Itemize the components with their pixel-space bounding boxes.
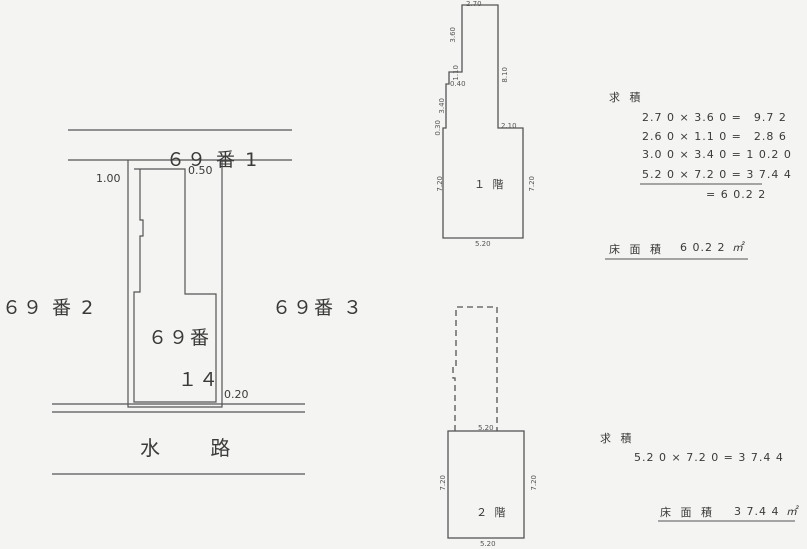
floor1-dim-mid-height: 1.10 bbox=[452, 65, 460, 81]
floor1-dim-step-left: 0.40 bbox=[450, 80, 466, 88]
floor1-plan bbox=[442, 4, 524, 239]
calc1-line-4: 5.2 0 × 7.2 0 = 3 7.4 4 bbox=[642, 168, 792, 181]
floor1-label: １ 階 bbox=[474, 178, 506, 191]
calc1-line-2: 2.6 0 × 1.1 0 = 2.8 6 bbox=[642, 130, 787, 143]
floor1-dim-upper-height: 3.60 bbox=[449, 27, 457, 43]
calc2-line: 5.2 0 × 7.2 0 = 3 7.4 4 bbox=[634, 451, 784, 464]
lot-west-label: ６９ 番 2 bbox=[2, 297, 96, 319]
calc1-area-unit: ㎡ bbox=[732, 241, 743, 254]
calc1-area-label: 床 面 積 bbox=[609, 243, 664, 256]
calc1-heading: 求 積 bbox=[609, 91, 644, 104]
floor2-label: ２ 階 bbox=[476, 506, 508, 519]
floor2-dim-top-width: 5.20 bbox=[478, 424, 494, 432]
floor2-dim-bottom-width: 5.20 bbox=[480, 540, 496, 548]
floor1-dim-right-upper: 8.10 bbox=[501, 67, 509, 83]
calc1-total: = 6 0.2 2 bbox=[706, 188, 767, 201]
subject-lot-subnumber: １４ bbox=[178, 369, 221, 391]
calc1-area-value: 6 0.2 2 bbox=[680, 241, 726, 254]
calc1-line-3: 3.0 0 × 3.4 0 = 1 0.2 0 bbox=[642, 148, 792, 161]
subject-lot-outline bbox=[127, 160, 223, 408]
lot-north-label: ６９ 番 1 bbox=[166, 149, 260, 171]
calc1-line-1: 2.7 0 × 3.6 0 = 9.7 2 bbox=[642, 111, 787, 124]
floor1-shadow-outline bbox=[452, 306, 498, 431]
site-dim-bottom-right: 0.20 bbox=[224, 388, 249, 401]
building-footprint bbox=[133, 168, 217, 403]
site-dim-top-left: 1.00 bbox=[96, 172, 121, 185]
floor1-dim-right-step: 2.10 bbox=[501, 122, 517, 130]
calc2-heading: 求 積 bbox=[600, 432, 635, 445]
calc2-area-unit: ㎡ bbox=[786, 505, 797, 518]
floor1-dim-bottom-width: 5.20 bbox=[475, 240, 491, 248]
lot-east-label: ６９番 ３ bbox=[272, 297, 365, 319]
floor1-outline bbox=[442, 4, 524, 239]
floor2-dim-left-height: 7.20 bbox=[439, 475, 447, 491]
floor1-dim-left-small: 0.30 bbox=[434, 120, 442, 136]
floor2-outline bbox=[447, 430, 525, 539]
floor1-dim-top-width: 2.70 bbox=[466, 0, 482, 8]
subject-lot-number: ６９番 bbox=[148, 327, 212, 349]
floor2-plan bbox=[447, 306, 525, 539]
calc2-area-value: 3 7.4 4 bbox=[734, 505, 780, 518]
floor1-dim-left-lower: 7.20 bbox=[436, 176, 444, 192]
waterway-label: 水 路 bbox=[140, 436, 253, 460]
calc2-area-label: 床 面 積 bbox=[660, 506, 715, 519]
floor1-dim-left-step: 3.40 bbox=[438, 98, 446, 114]
site-dim-top-right: 0.50 bbox=[188, 164, 213, 177]
floor2-dim-right-height: 7.20 bbox=[530, 475, 538, 491]
floor1-dim-right-lower: 7.20 bbox=[528, 176, 536, 192]
